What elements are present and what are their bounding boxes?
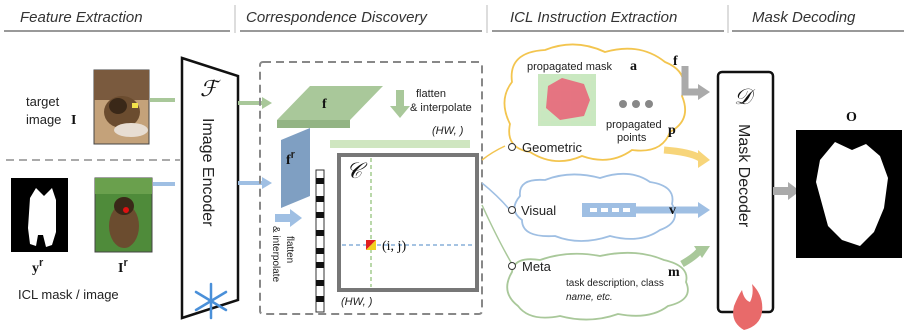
icl-image-symbol: Ir xyxy=(118,257,128,276)
encoder-symbol: ℱ xyxy=(200,76,221,101)
arrowhead xyxy=(698,84,710,100)
arrowhead xyxy=(788,182,800,200)
visual-bullet xyxy=(508,206,516,214)
feature-map-f xyxy=(277,86,383,120)
header-icl-instruction-extraction: ICL Instruction Extraction xyxy=(510,9,677,26)
meta-cloud xyxy=(506,251,689,321)
propagated-points-line1: propagated xyxy=(606,119,662,131)
p-symbol: p xyxy=(668,123,676,138)
feature-map-fr xyxy=(281,128,310,208)
f-input-arrow xyxy=(681,66,700,96)
target-label-line2: image xyxy=(26,112,61,127)
meta-desc-line2: name, etc. xyxy=(566,292,613,303)
m-symbol: m xyxy=(668,265,680,280)
header-feature-extraction: Feature Extraction xyxy=(20,9,143,26)
flatten-top-line1: flatten xyxy=(416,88,446,100)
output-mask xyxy=(796,130,902,258)
decoder-symbol: 𝒟 xyxy=(734,84,756,109)
arrowhead xyxy=(290,209,302,227)
visual-token-bar xyxy=(582,203,636,217)
correspondence-cell xyxy=(366,240,376,250)
flatten-top-line2: & interpolate xyxy=(410,102,472,114)
flattened-fr-column xyxy=(315,169,325,313)
output-symbol: O xyxy=(846,110,857,125)
geometric-output-arrow xyxy=(663,146,702,162)
correlation-matrix xyxy=(337,153,479,292)
f-input-symbol: f xyxy=(673,54,678,69)
meta-label: Meta xyxy=(522,259,552,274)
icl-mask-image xyxy=(11,178,68,252)
flatten-side-line1: flatten xyxy=(284,236,295,263)
meta-output-arrow xyxy=(680,247,703,268)
image-encoder-block xyxy=(180,56,240,320)
propagated-points-line2: points xyxy=(617,132,647,144)
visual-label: Visual xyxy=(521,203,556,218)
icl-caption: ICL mask / image xyxy=(18,287,119,302)
a-symbol: a xyxy=(630,59,637,74)
propagated-mask-heatmap xyxy=(538,74,596,126)
header-mask-decoding: Mask Decoding xyxy=(752,9,856,26)
feature-map-f-edge xyxy=(277,120,350,128)
correspondence-box xyxy=(259,61,483,315)
icl-reference-image xyxy=(94,177,153,253)
snowflake-icon xyxy=(194,282,228,320)
encoder-label: Image Encoder xyxy=(199,118,216,227)
header-separators xyxy=(4,5,904,33)
arrowhead xyxy=(390,106,410,118)
arrowhead xyxy=(262,177,272,189)
arrowhead xyxy=(694,246,710,258)
flame-icon xyxy=(733,284,763,330)
f-symbol: f xyxy=(322,97,327,112)
target-image xyxy=(93,69,150,145)
meta-desc-line1: task description, class xyxy=(566,278,664,289)
token-blocks xyxy=(316,178,324,302)
flatten-side-line2: & interpolate xyxy=(270,226,281,283)
propagated-mask-label: propagated mask xyxy=(527,61,612,73)
geometric-bullet xyxy=(508,143,516,151)
hw-top-label: (HW, ) xyxy=(432,125,464,137)
arrowhead xyxy=(698,150,710,168)
decoder-label: Mask Decoder xyxy=(735,124,752,228)
target-label-line1: target xyxy=(26,94,60,109)
fan-out-lines xyxy=(481,145,513,265)
target-symbol: I xyxy=(71,113,76,128)
fr-symbol: fr xyxy=(286,149,296,168)
meta-bullet xyxy=(508,262,516,270)
ellipsis-icon xyxy=(619,100,653,108)
arrowhead xyxy=(698,202,710,218)
hw-bottom-label: (HW, ) xyxy=(341,296,373,308)
flattened-f-bar xyxy=(330,140,470,148)
v-symbol: v xyxy=(669,203,676,218)
arrowhead xyxy=(262,97,272,109)
header-correspondence-discovery: Correspondence Discovery xyxy=(246,9,428,26)
ij-label: (i, j) xyxy=(382,239,406,254)
geometric-label: Geometric xyxy=(522,140,582,155)
icl-mask-symbol: yr xyxy=(32,257,44,276)
